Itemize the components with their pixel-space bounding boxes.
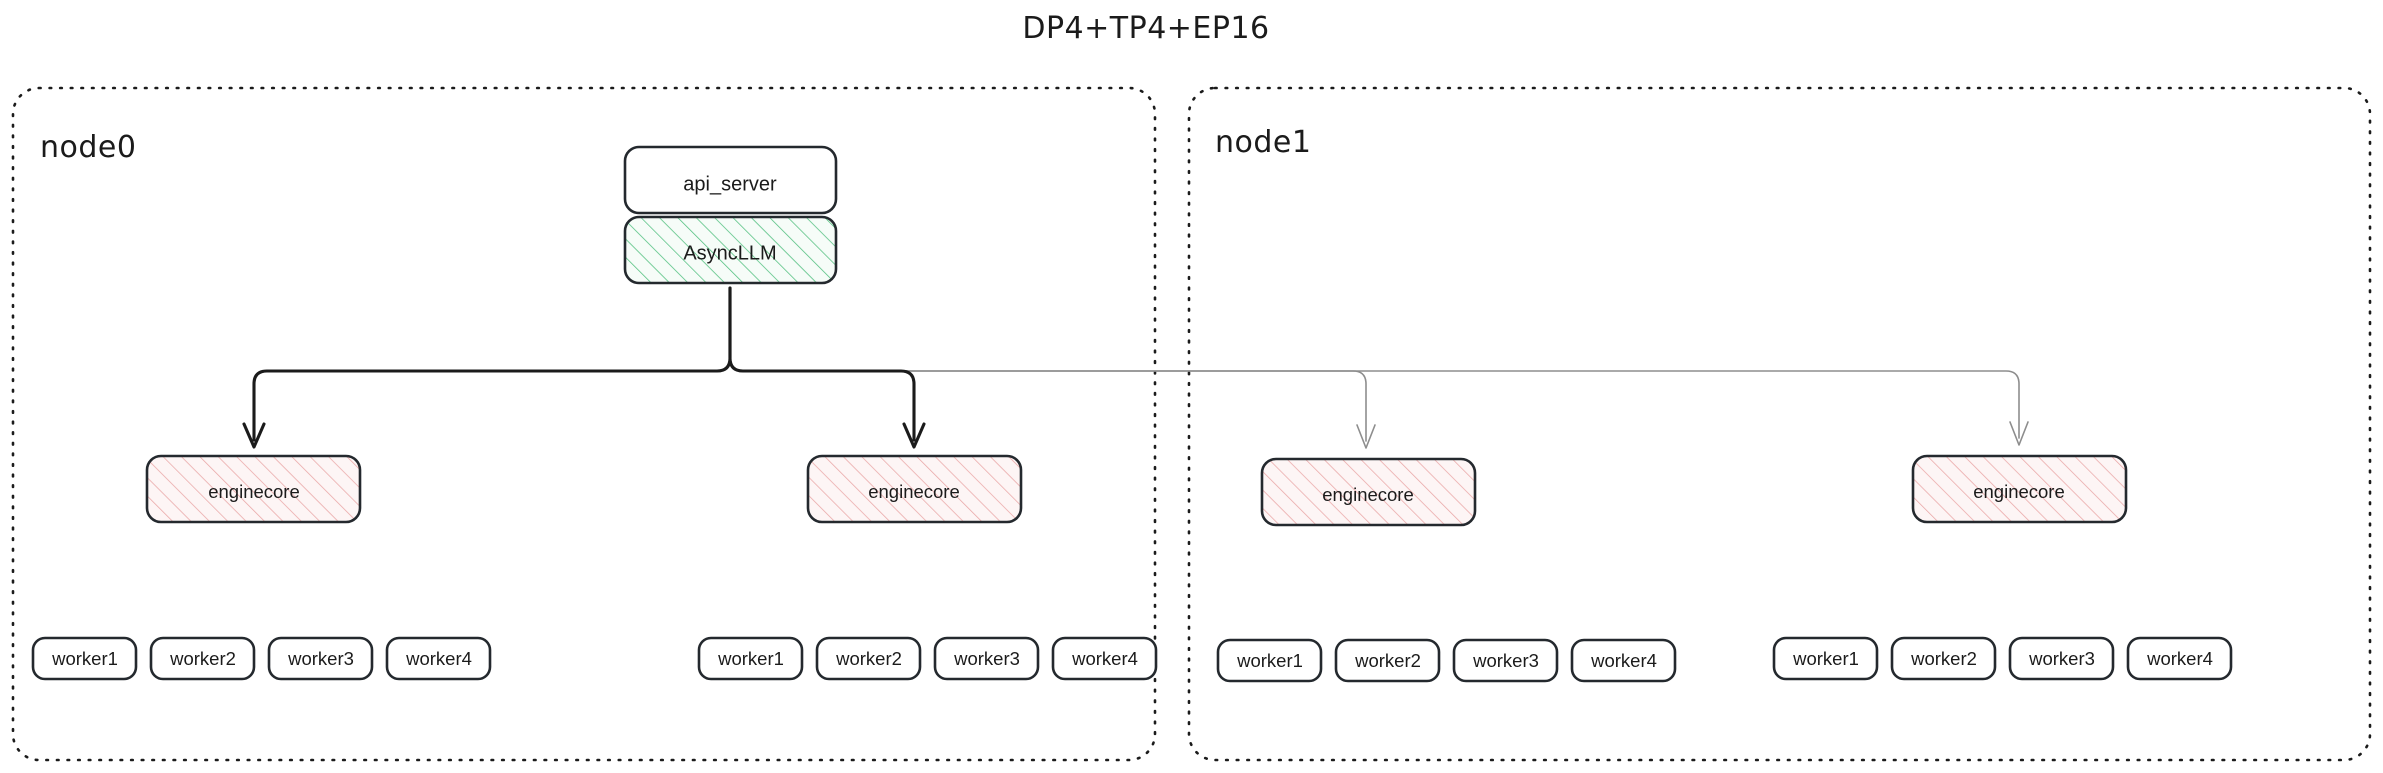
node-enginecore-1-1-label: enginecore xyxy=(1973,481,2065,502)
arrowhead-enginecore-0-0 xyxy=(242,422,266,449)
cluster-node0: node0 xyxy=(11,86,1157,762)
node-worker-n0-e1-w3[interactable]: worker3 xyxy=(933,636,1040,681)
node-worker-n1-e1-w2[interactable]: worker2 xyxy=(1890,636,1997,681)
node-worker-n0-e0-w1[interactable]: worker1 xyxy=(31,636,138,681)
node-enginecore-1-1[interactable]: enginecore xyxy=(1911,454,2128,524)
node-worker-n0-e1-w1-box[interactable] xyxy=(697,636,804,681)
node-worker-n1-e0-w1[interactable]: worker1 xyxy=(1216,638,1323,683)
node-enginecore-0-1[interactable]: enginecore xyxy=(806,454,1023,524)
node-enginecore-1-0-label: enginecore xyxy=(1322,484,1414,505)
edge-asyncllm-to-enginecore-0-0 xyxy=(252,286,732,442)
worker-row-node1-ec1: worker1 worker2 worker3 worker4 xyxy=(1772,636,2233,681)
node-worker-n1-e1-w3-label: worker3 xyxy=(2028,648,2095,669)
node-worker-n1-e1-w3-box[interactable] xyxy=(2008,636,2115,681)
node-enginecore-1-1-box[interactable] xyxy=(1911,454,2128,524)
node-worker-n1-e0-w2-label: worker2 xyxy=(1354,650,1421,671)
worker-row-node1-ec0: worker1 worker2 worker3 worker4 xyxy=(1216,638,1677,683)
node-worker-n1-e1-w4[interactable]: worker4 xyxy=(2126,636,2233,681)
node-worker-n0-e0-w2-box[interactable] xyxy=(149,636,256,681)
node-worker-n1-e0-w3-box[interactable] xyxy=(1452,638,1559,683)
worker-row-node0-ec1: worker1 worker2 worker3 worker4 xyxy=(697,636,1158,681)
cluster-node0-border xyxy=(11,86,1157,762)
node-api-server-label: api_server xyxy=(683,173,777,195)
node-worker-n0-e1-w2[interactable]: worker2 xyxy=(815,636,922,681)
node-worker-n1-e0-w1-box[interactable] xyxy=(1216,638,1323,683)
node-worker-n0-e0-w4[interactable]: worker4 xyxy=(385,636,492,681)
cluster-node1: node1 xyxy=(1187,86,2372,762)
node-enginecore-0-0-box[interactable] xyxy=(145,454,362,524)
node-worker-n0-e0-w3-label: worker3 xyxy=(287,648,354,669)
node-worker-n0-e0-w1-label: worker1 xyxy=(51,648,118,669)
node-enginecore-0-0[interactable]: enginecore xyxy=(145,454,362,524)
node-worker-n0-e1-w4[interactable]: worker4 xyxy=(1051,636,1158,681)
node-enginecore-1-0-box[interactable] xyxy=(1260,457,1477,527)
node-worker-n1-e1-w1-box[interactable] xyxy=(1772,636,1879,681)
node-async-llm-box[interactable] xyxy=(623,215,838,285)
worker-row-node0-ec0: worker1 worker2 worker3 worker4 xyxy=(31,636,492,681)
node-worker-n1-e1-w1-label: worker1 xyxy=(1792,648,1859,669)
node-worker-n0-e0-w2[interactable]: worker2 xyxy=(149,636,256,681)
node-worker-n0-e0-w4-box[interactable] xyxy=(385,636,492,681)
cluster-node1-label: node1 xyxy=(1215,125,1311,160)
node-api-server-box[interactable] xyxy=(623,145,838,215)
node-worker-n1-e0-w4[interactable]: worker4 xyxy=(1570,638,1677,683)
page-title: DP4+TP4+EP16 xyxy=(1022,11,1269,46)
node-worker-n1-e0-w2-box[interactable] xyxy=(1334,638,1441,683)
node-worker-n1-e1-w3[interactable]: worker3 xyxy=(2008,636,2115,681)
node-worker-n0-e1-w4-box[interactable] xyxy=(1051,636,1158,681)
node-worker-n0-e0-w1-box[interactable] xyxy=(31,636,138,681)
node-worker-n0-e1-w3-label: worker3 xyxy=(953,648,1020,669)
node-worker-n0-e1-w1[interactable]: worker1 xyxy=(697,636,804,681)
node-worker-n1-e1-w1[interactable]: worker1 xyxy=(1772,636,1879,681)
node-worker-n1-e1-w2-label: worker2 xyxy=(1910,648,1977,669)
node-worker-n0-e1-w3-box[interactable] xyxy=(933,636,1040,681)
cluster-node0-label: node0 xyxy=(40,130,136,165)
node-enginecore-0-0-label: enginecore xyxy=(208,481,300,502)
node-worker-n0-e0-w2-label: worker2 xyxy=(169,648,236,669)
node-worker-n0-e0-w3-box[interactable] xyxy=(267,636,374,681)
arrowhead-enginecore-1-0 xyxy=(1356,424,1376,449)
node-async-llm[interactable]: AsyncLLM xyxy=(623,215,838,285)
node-worker-n1-e1-w2-box[interactable] xyxy=(1890,636,1997,681)
node-worker-n1-e0-w2[interactable]: worker2 xyxy=(1334,638,1441,683)
node-worker-n0-e0-w3[interactable]: worker3 xyxy=(267,636,374,681)
node-worker-n0-e1-w4-label: worker4 xyxy=(1071,648,1138,669)
node-worker-n0-e1-w2-box[interactable] xyxy=(815,636,922,681)
node-worker-n1-e0-w1-label: worker1 xyxy=(1236,650,1303,671)
edge-group xyxy=(242,286,2029,449)
node-worker-n1-e1-w4-label: worker4 xyxy=(2146,648,2213,669)
arrowhead-enginecore-1-1 xyxy=(2009,421,2029,446)
node-enginecore-1-0[interactable]: enginecore xyxy=(1260,457,1477,527)
node-worker-n0-e1-w2-label: worker2 xyxy=(835,648,902,669)
node-worker-n1-e0-w4-label: worker4 xyxy=(1590,650,1657,671)
arrowhead-enginecore-0-1 xyxy=(902,422,926,449)
node-enginecore-0-1-box[interactable] xyxy=(806,454,1023,524)
node-api-server[interactable]: api_server xyxy=(623,145,838,215)
node-async-llm-label: AsyncLLM xyxy=(683,242,776,264)
node-worker-n1-e0-w4-box[interactable] xyxy=(1570,638,1677,683)
node-worker-n1-e0-w3-label: worker3 xyxy=(1472,650,1539,671)
node-worker-n0-e0-w4-label: worker4 xyxy=(405,648,472,669)
cluster-node1-border xyxy=(1187,86,2372,762)
node-worker-n1-e0-w3[interactable]: worker3 xyxy=(1452,638,1559,683)
node-enginecore-0-1-label: enginecore xyxy=(868,481,960,502)
node-worker-n1-e1-w4-box[interactable] xyxy=(2126,636,2233,681)
node-worker-n0-e1-w1-label: worker1 xyxy=(717,648,784,669)
